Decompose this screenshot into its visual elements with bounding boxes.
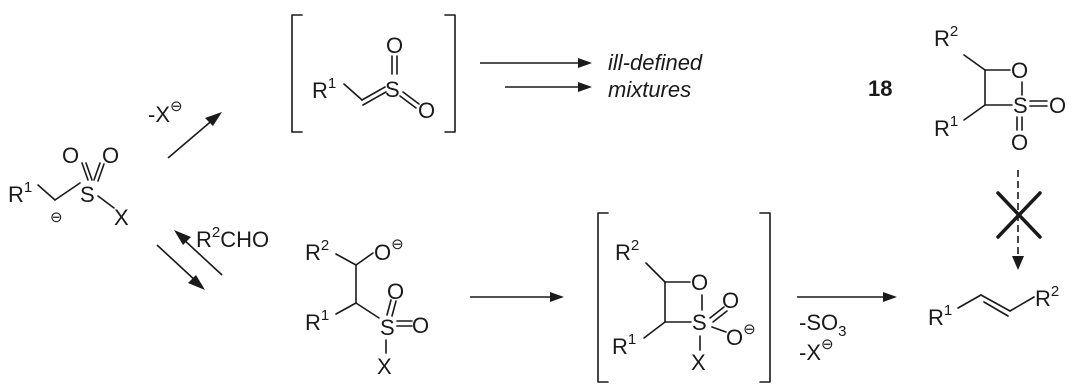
oxygen-label: O xyxy=(1049,93,1066,118)
arrow-shaft xyxy=(156,244,198,283)
bond xyxy=(97,163,105,182)
starting-sulfonyl-carbanion: R1 S O O X ⊖ xyxy=(8,143,129,230)
r-label: R2 xyxy=(934,23,958,51)
left-bracket xyxy=(597,212,609,383)
bond xyxy=(362,91,387,106)
bond xyxy=(85,162,93,181)
bond xyxy=(81,162,89,181)
oxygen-label: O xyxy=(412,313,429,338)
r-label: R1 xyxy=(305,307,329,335)
sulfur-label: S xyxy=(1013,93,1028,118)
right-bracket xyxy=(444,14,456,133)
oxygen-label: O xyxy=(102,143,119,168)
left-bracket xyxy=(291,14,303,133)
sulfur-label: S xyxy=(380,315,395,340)
oxygen-label: O xyxy=(62,143,79,168)
x-label: X xyxy=(114,205,129,230)
leaving-group-label: -X⊖ xyxy=(148,98,183,127)
arrowhead xyxy=(883,292,897,302)
sulfur-label: S xyxy=(385,77,400,102)
r-label: R1 xyxy=(312,75,336,103)
cyclization-arrow xyxy=(470,292,564,302)
bond xyxy=(1009,296,1035,312)
oxygen-label: O xyxy=(691,270,708,295)
oxygen-label: O xyxy=(1011,130,1028,155)
elimination-arrow: -X⊖ xyxy=(148,98,222,159)
bond xyxy=(711,326,727,333)
arrowhead xyxy=(1012,256,1024,270)
r-label: R1 xyxy=(928,302,952,330)
bond xyxy=(980,294,1011,312)
so3-label: -SO3 xyxy=(799,310,846,340)
compound-18: 18 R2 O S O O R1 xyxy=(868,23,1066,155)
arrowhead xyxy=(550,292,564,302)
oxygen-label: O⊖ xyxy=(374,236,404,265)
bond xyxy=(37,184,56,201)
bond xyxy=(645,262,666,283)
bond xyxy=(402,91,420,105)
compound-number: 18 xyxy=(868,76,892,101)
alkoxide-adduct: R2 O⊖ R1 S O O X xyxy=(305,236,429,379)
arrowhead xyxy=(578,58,592,68)
ill-defined-text: ill-defined xyxy=(608,50,703,75)
arrowhead xyxy=(205,112,222,126)
r-label: R1 xyxy=(612,331,636,359)
right-bracket xyxy=(759,212,771,383)
bond xyxy=(643,321,666,339)
multistep-arrow xyxy=(480,58,592,92)
bond xyxy=(399,95,417,109)
arrow-shaft xyxy=(181,237,223,276)
sultone-intermediate: R2 O S O O⊖ R1 X xyxy=(597,212,771,383)
oxygen-label: O⊖ xyxy=(726,321,756,350)
r-label: R2 xyxy=(1035,283,1059,311)
oxygen-label: O xyxy=(722,288,739,313)
bond xyxy=(963,54,986,71)
x-label: X xyxy=(377,354,392,379)
bond xyxy=(335,253,357,266)
arrowhead xyxy=(188,275,205,290)
x-label: X xyxy=(691,350,706,375)
r-label: R1 xyxy=(8,179,32,207)
sulfur-label: S xyxy=(80,182,95,207)
oxygen-label: O xyxy=(1011,58,1028,83)
negative-charge: ⊖ xyxy=(50,209,63,226)
bond xyxy=(963,104,986,121)
mixtures-text: mixtures xyxy=(608,77,691,102)
bond xyxy=(712,310,728,323)
arrow-shaft xyxy=(167,117,216,159)
arrowhead xyxy=(174,230,191,245)
bond xyxy=(54,182,81,201)
leaving-group-label: -X⊖ xyxy=(799,336,834,365)
cross-mark xyxy=(996,191,1042,239)
oxygen-label: O xyxy=(386,33,403,58)
equilibrium-arrows xyxy=(156,230,223,290)
bond xyxy=(355,252,374,266)
bond xyxy=(957,294,982,309)
sulfene-intermediate: R1 S O O xyxy=(291,14,456,133)
bond xyxy=(391,300,397,317)
r-label: R2 xyxy=(615,237,639,265)
alkene-product: R1 R2 xyxy=(928,283,1059,330)
bond xyxy=(335,302,357,315)
bond xyxy=(355,302,380,319)
aldehyde-label: R2CHO xyxy=(196,224,269,252)
bond xyxy=(983,301,1009,317)
r-label: R1 xyxy=(934,113,958,141)
bond xyxy=(93,162,101,181)
bond xyxy=(343,83,363,101)
blocked-arrow xyxy=(996,170,1042,270)
oxygen-label: O xyxy=(387,279,404,304)
sulfur-label: S xyxy=(692,310,707,335)
bond xyxy=(709,306,725,319)
bond xyxy=(386,299,392,316)
arrowhead xyxy=(578,82,592,92)
bond xyxy=(97,195,115,209)
oxygen-label: O xyxy=(418,98,435,123)
r-label: R2 xyxy=(305,237,329,265)
bond xyxy=(361,86,386,101)
extrusion-arrow: -SO3 -X⊖ xyxy=(797,292,897,365)
